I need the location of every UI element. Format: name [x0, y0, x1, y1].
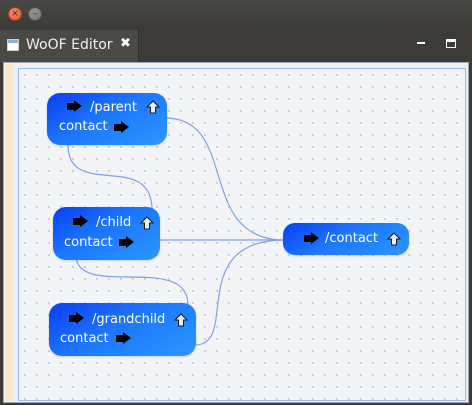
node-child[interactable]: /child contact — [53, 207, 160, 260]
right-arrow-icon[interactable] — [73, 215, 88, 228]
tab-close-icon[interactable]: ✖ — [120, 36, 131, 51]
window-titlebar: × – — [0, 0, 472, 30]
node-grandchild-port-label: contact — [60, 331, 109, 346]
right-arrow-icon[interactable] — [69, 312, 84, 325]
window-close-button[interactable]: × — [8, 7, 22, 21]
right-arrow-icon[interactable] — [116, 332, 131, 345]
tab-woof-editor[interactable]: WoOF Editor ✖ — [0, 30, 139, 62]
up-arrow-icon[interactable] — [387, 232, 401, 246]
window-minimize-button[interactable]: – — [28, 7, 42, 21]
close-icon: × — [11, 9, 19, 19]
right-arrow-icon[interactable] — [114, 121, 129, 134]
minimize-icon: – — [32, 9, 38, 19]
right-arrow-icon[interactable] — [67, 100, 82, 113]
right-arrow-icon[interactable] — [119, 236, 134, 249]
node-contact[interactable]: /contact — [283, 223, 409, 255]
node-parent[interactable]: /parent contact — [47, 93, 167, 145]
node-grandchild-title: /grandchild — [92, 312, 166, 327]
up-arrow-icon[interactable] — [174, 313, 188, 327]
right-arrow-icon[interactable] — [304, 232, 319, 245]
view-minimize-button[interactable] — [416, 39, 426, 48]
editor-tab-bar: WoOF Editor ✖ — [0, 30, 472, 62]
view-maximize-button[interactable] — [446, 39, 456, 48]
ruler-strip — [5, 64, 14, 401]
node-child-title: /child — [96, 215, 132, 230]
up-arrow-icon[interactable] — [146, 100, 160, 114]
window-icon — [7, 39, 19, 51]
node-grandchild[interactable]: /grandchild contact — [49, 303, 196, 356]
node-contact-title: /contact — [325, 231, 379, 246]
up-arrow-icon[interactable] — [140, 216, 154, 230]
node-parent-port-label: contact — [59, 119, 108, 134]
node-child-port-label: contact — [64, 235, 113, 250]
node-parent-title: /parent — [90, 100, 137, 115]
tab-label: WoOF Editor — [26, 37, 113, 53]
